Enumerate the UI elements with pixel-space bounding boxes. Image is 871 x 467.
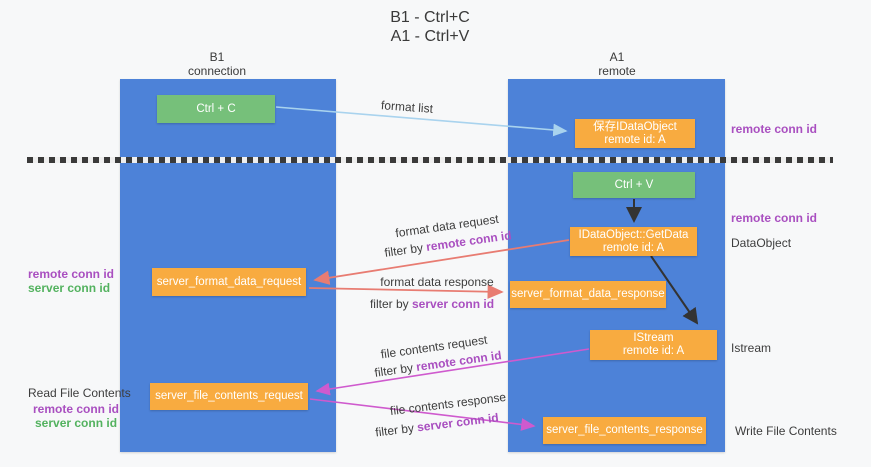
lane-b1-subtitle: connection	[187, 64, 247, 78]
node-ctrl-c: Ctrl + C	[157, 95, 275, 123]
label-dataobject: DataObject	[731, 236, 792, 250]
node-istream: IStream remote id: A	[590, 330, 717, 360]
lane-header-a1: A1 remote	[567, 50, 667, 78]
lane-a1-name: A1	[609, 50, 625, 64]
lane-b1-name: B1	[209, 50, 225, 64]
label-write-file-contents: Write File Contents	[735, 424, 837, 438]
label-filter-by-server-1: filter by server conn id	[369, 297, 495, 311]
label-remote-conn-id-left-2: remote conn id	[33, 402, 120, 416]
label-remote-conn-id-right-1: remote conn id	[731, 122, 818, 136]
node-save-dataobject: 保存IDataObject remote id: A	[575, 119, 695, 148]
node-file-response: server_file_contents_response	[543, 417, 706, 444]
label-remote-conn-id-right-2: remote conn id	[731, 211, 818, 225]
node-file-response-label: server_file_contents_response	[546, 424, 703, 436]
label-format-data-response: format data response	[380, 275, 494, 289]
lane-header-b1: B1 connection	[167, 50, 267, 78]
node-istream-line2: remote id: A	[622, 345, 685, 357]
label-read-file-contents: Read File Contents	[28, 386, 131, 400]
node-save-dataobject-line1: 保存IDataObject	[593, 120, 677, 133]
node-file-request: server_file_contents_request	[150, 383, 308, 410]
node-istream-line1: IStream	[633, 332, 674, 344]
node-format-request: server_format_data_request	[152, 268, 306, 296]
label-server-conn-id-left-1: server conn id	[28, 281, 111, 295]
node-ctrl-c-label: Ctrl + C	[196, 102, 236, 115]
node-ctrl-v-label: Ctrl + V	[614, 178, 654, 191]
node-format-response: server_format_data_response	[510, 281, 666, 308]
node-getdata-line1: IDataObject::GetData	[578, 228, 689, 241]
node-getdata: IDataObject::GetData remote id: A	[570, 227, 697, 256]
page-title-line1: B1 - Ctrl+C	[390, 9, 470, 26]
page-title-line2: A1 - Ctrl+V	[390, 28, 470, 45]
label-remote-conn-id-left-1: remote conn id	[28, 267, 115, 281]
node-getdata-line2: remote id: A	[602, 241, 665, 254]
label-istream: Istream	[731, 341, 772, 355]
lane-a1-subtitle: remote	[598, 64, 636, 78]
node-format-response-label: server_format_data_response	[511, 288, 665, 300]
dashed-divider	[27, 157, 833, 163]
label-server-conn-id-left-2: server conn id	[35, 416, 118, 430]
node-file-request-label: server_file_contents_request	[155, 390, 303, 402]
label-format-list: format list	[380, 98, 434, 116]
node-ctrl-v: Ctrl + V	[573, 172, 695, 198]
node-save-dataobject-line2: remote id: A	[604, 133, 666, 146]
node-format-request-label: server_format_data_request	[156, 275, 302, 288]
page-title: B1 - Ctrl+C A1 - Ctrl+V	[305, 8, 555, 46]
